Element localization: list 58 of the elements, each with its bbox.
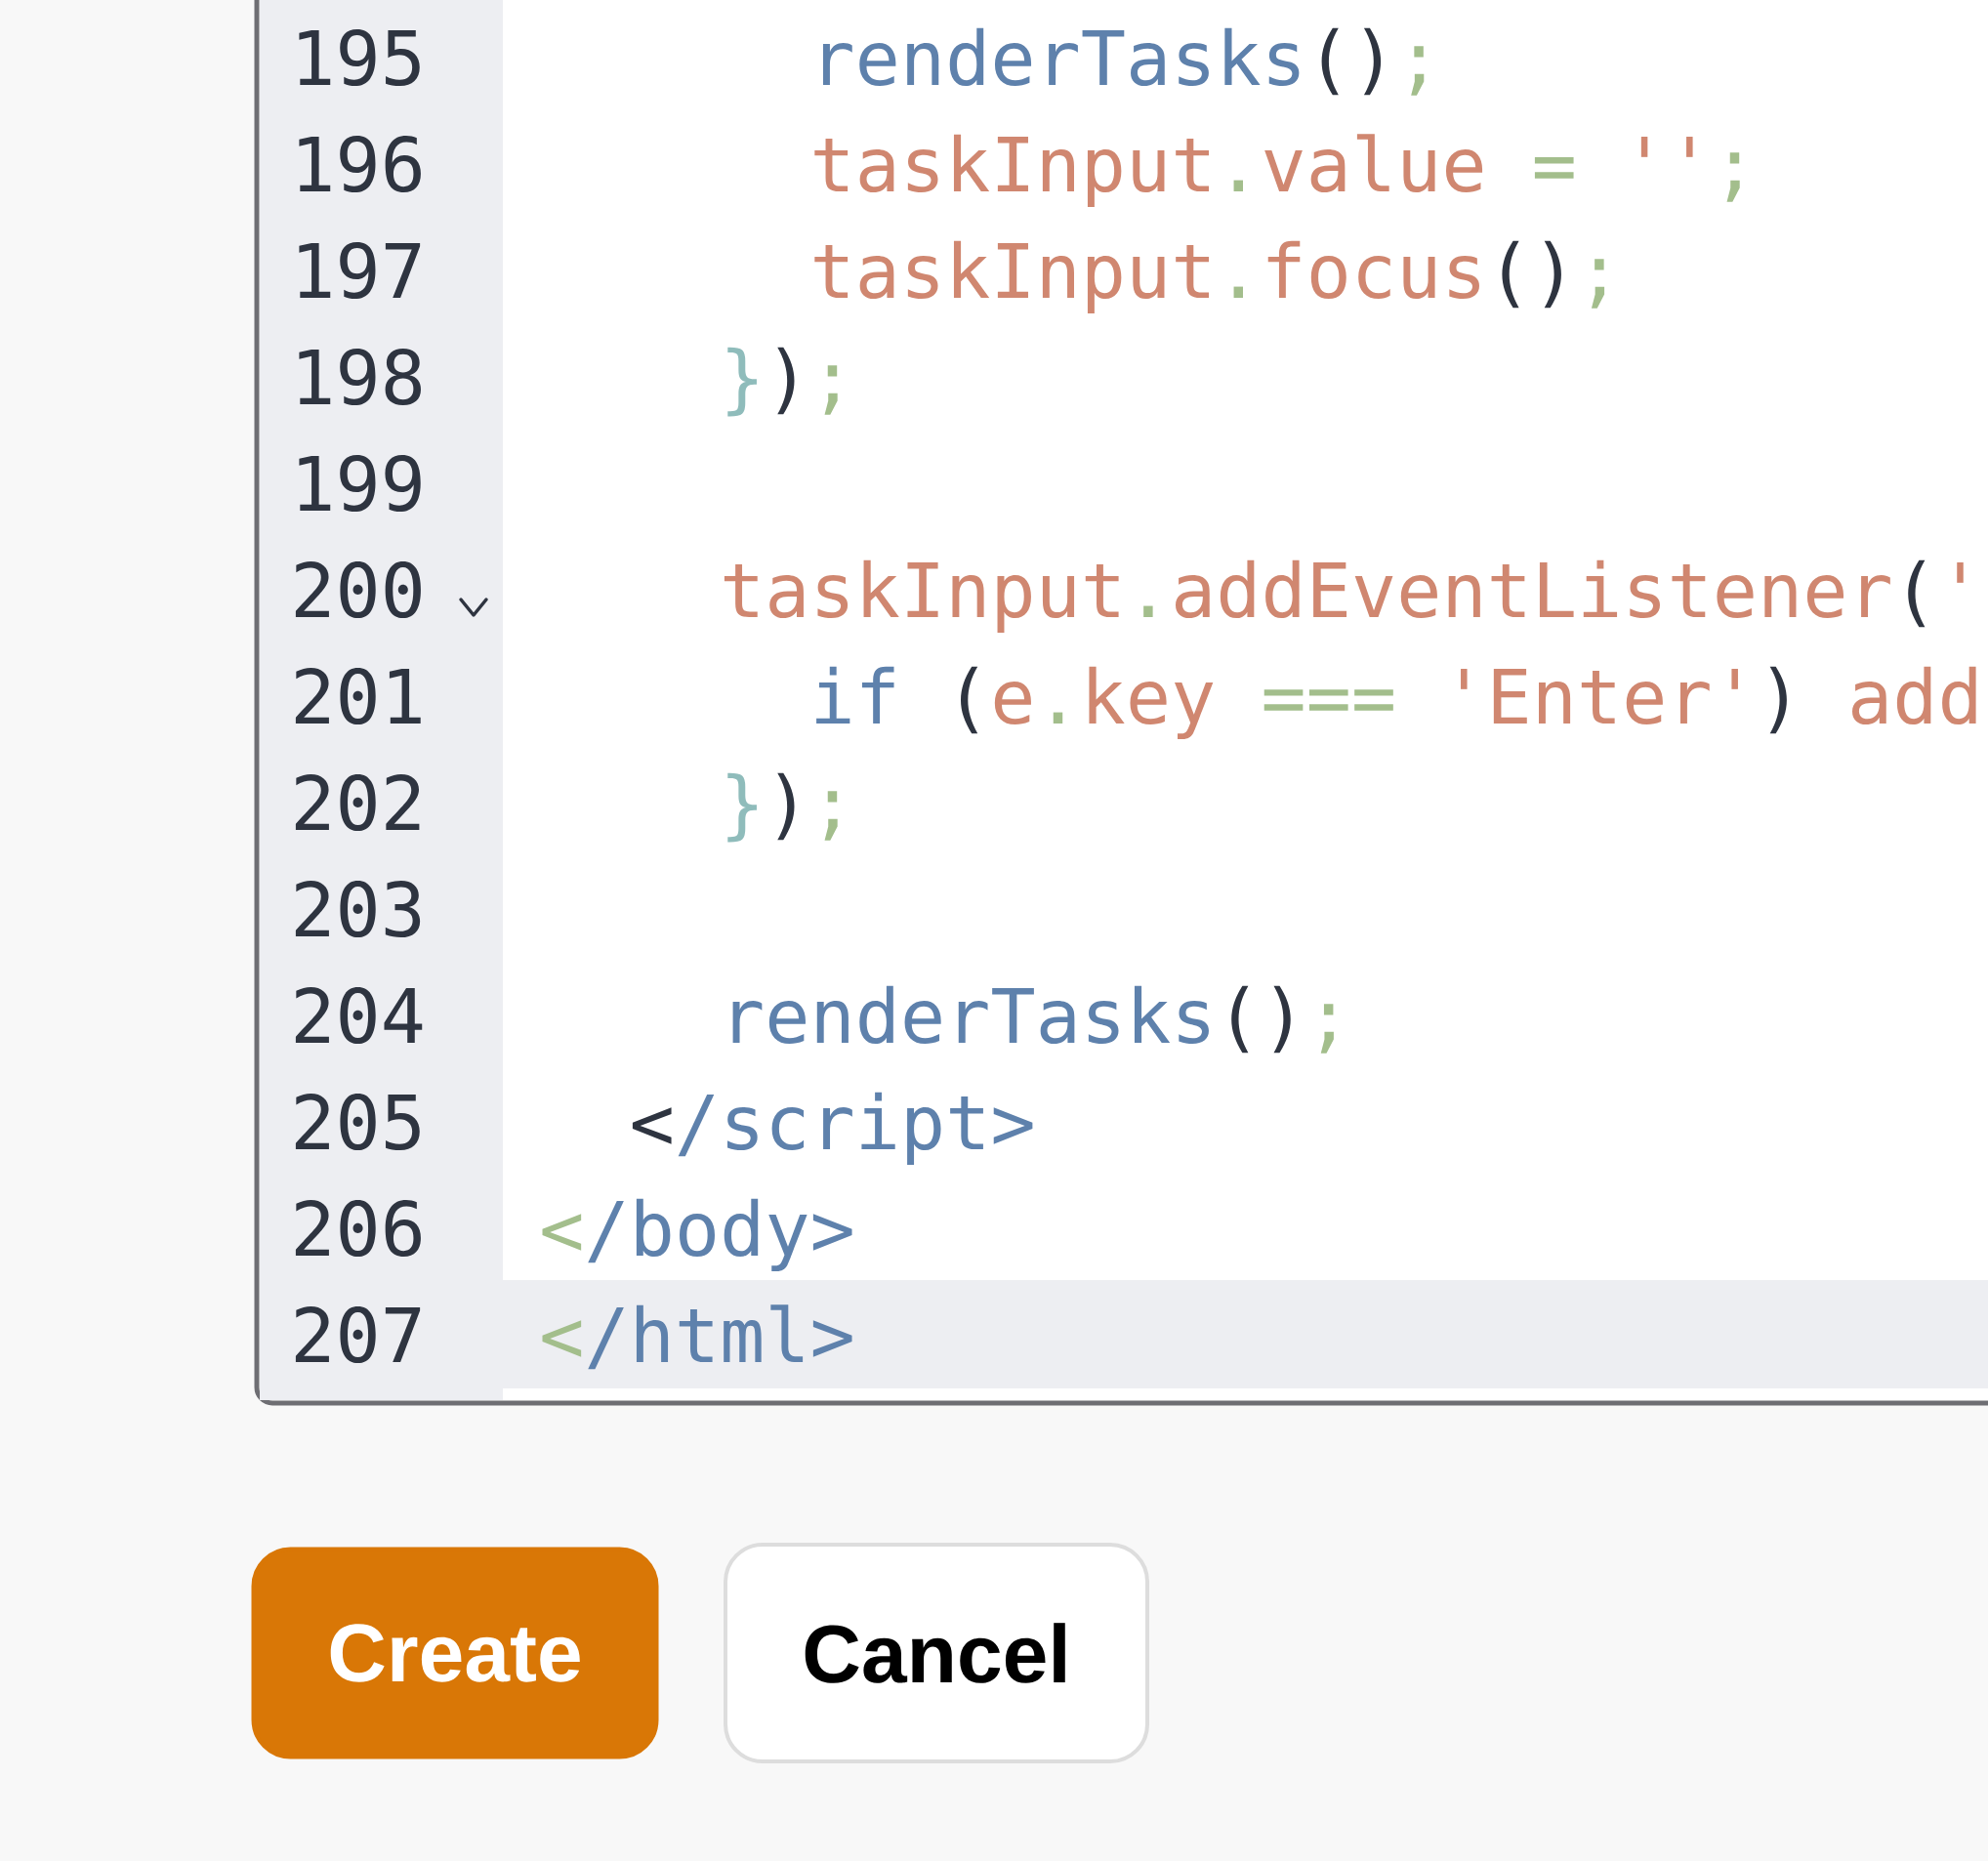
code-text: ) (777, 347, 795, 415)
code-text: renderTasks (732, 985, 1209, 1045)
line-number: 199 (299, 455, 421, 513)
line-number: 202 (295, 774, 420, 832)
code-text: if (816, 666, 894, 724)
code-text: /script> (678, 1092, 1033, 1165)
code-text: () (1231, 985, 1291, 1054)
code-text: '' (1640, 137, 1693, 157)
line-number: 207 (295, 1306, 421, 1364)
code-text: () (1321, 27, 1382, 96)
code-text: = (1534, 157, 1574, 179)
line-number: 198 (299, 349, 421, 406)
code-text: . (1053, 712, 1063, 724)
code-text: . (1143, 605, 1153, 617)
code-text: ( (1908, 559, 1926, 628)
code-text: ; (1591, 259, 1605, 309)
code-text: } (727, 772, 757, 843)
code-text: ; (824, 365, 838, 415)
line-number: 205 (295, 1094, 420, 1151)
line-number: 200 (295, 561, 421, 619)
code-text: ; (1726, 152, 1740, 202)
code-text: taskInput (814, 240, 1209, 313)
code-text: ) (777, 772, 795, 841)
code-text: () (1502, 240, 1561, 309)
line-number: 204 (295, 987, 423, 1045)
secondary-button: Cancel (724, 1543, 1149, 1763)
code-text: ( (961, 666, 978, 734)
code-text: ) (1769, 666, 1787, 734)
code-text: /body> (588, 1198, 852, 1271)
code-text: . (1233, 286, 1243, 298)
code-text: add (1852, 666, 1976, 725)
primary-button: Create (251, 1547, 659, 1759)
code-text: . (1233, 180, 1243, 191)
code-text: ' (1957, 562, 1964, 583)
code-text: < (542, 1320, 582, 1357)
code-text: taskInput (814, 134, 1209, 207)
code-text: e (994, 682, 1031, 725)
line-number: 196 (299, 136, 421, 193)
code-text: value (1264, 134, 1483, 193)
code-text: ; (1411, 46, 1425, 96)
code-text: /html> (588, 1304, 852, 1370)
code-text: 'Enter' (1461, 669, 1738, 725)
line-number: 197 (299, 242, 421, 300)
code-text: renderTasks (823, 27, 1300, 87)
code-text: ; (824, 791, 838, 841)
code-text: addEventListener (1176, 559, 1890, 619)
code-text: === (1263, 689, 1393, 711)
code-text: key (1089, 666, 1214, 739)
line-number: 195 (299, 29, 420, 87)
line-number: 203 (295, 881, 421, 938)
line-number: 206 (295, 1200, 421, 1258)
code-text: ; (1320, 1004, 1334, 1054)
line-number: 201 (295, 668, 421, 725)
code-text: < (632, 1107, 672, 1144)
code-text: taskInput (724, 559, 1119, 633)
code-text: focus (1267, 240, 1479, 300)
code-text: } (727, 347, 757, 417)
code-text: < (542, 1214, 582, 1251)
